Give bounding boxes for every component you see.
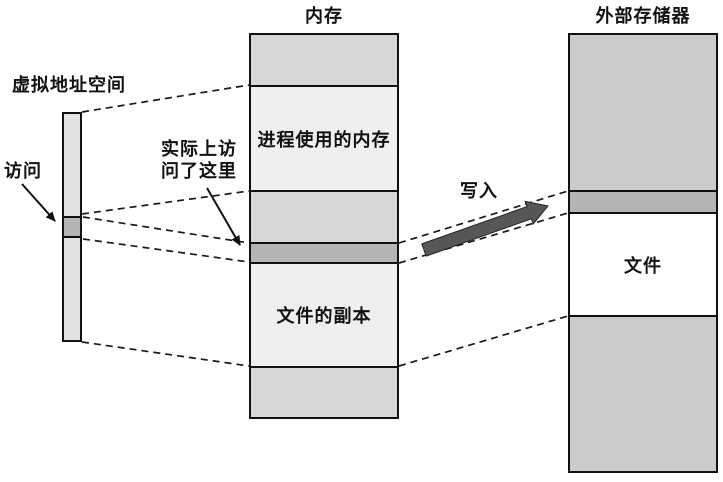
virtual-address-bar — [62, 112, 82, 342]
process-memory-label: 进程使用的内存 — [257, 129, 391, 151]
actual-access-line2: 问了这里 — [161, 161, 237, 182]
memory-section-file-copy: 文件的副本 — [251, 262, 397, 366]
actual-access-line1: 实际上访 — [161, 139, 237, 160]
actual-access-arrow — [206, 187, 241, 246]
access-label: 访问 — [4, 161, 42, 182]
access-arrow — [21, 183, 56, 222]
memory-section-process-memory: 进程使用的内存 — [251, 85, 397, 190]
external-section-bottom-gray — [570, 315, 716, 471]
map-line-bar-bottom-to-filecopy-bottom — [81, 341, 250, 367]
vbar-segment-bottom — [64, 238, 80, 340]
file-label: 文件 — [624, 255, 662, 277]
map-line-band-top-to-process-bottom — [81, 190, 250, 215]
external-section-mapped-band — [570, 190, 716, 212]
memory-section-mid-gray — [251, 190, 397, 242]
map-line-filecopy-bottom-to-file-bottom — [398, 315, 569, 367]
memory-section-bottom-gray — [251, 366, 397, 417]
memory-box: 进程使用的内存 文件的副本 — [249, 33, 399, 419]
memory-section-top-gray — [251, 35, 397, 85]
actual-access-annotation: 实际上访 问了这里 — [155, 139, 243, 183]
external-section-top-gray — [570, 35, 716, 190]
memory-title: 内存 — [305, 6, 343, 27]
map-line-band-bottom-to-memband-bottom — [82, 238, 250, 263]
file-copy-label: 文件的副本 — [276, 306, 372, 327]
map-line-band-top-to-memband-top — [82, 216, 250, 244]
write-label: 写入 — [460, 181, 498, 202]
map-line-memband-bottom-to-extband-bottom — [398, 212, 569, 264]
vbar-segment-top — [64, 114, 80, 216]
virtual-address-space-label: 虚拟地址空间 — [12, 75, 126, 96]
external-storage-title: 外部存储器 — [595, 6, 691, 27]
vbar-segment-accessed — [64, 216, 80, 238]
write-arrow — [421, 200, 549, 257]
external-section-file: 文件 — [570, 212, 716, 315]
memory-section-accessed-band — [251, 242, 397, 262]
external-storage-box: 文件 — [568, 33, 718, 473]
